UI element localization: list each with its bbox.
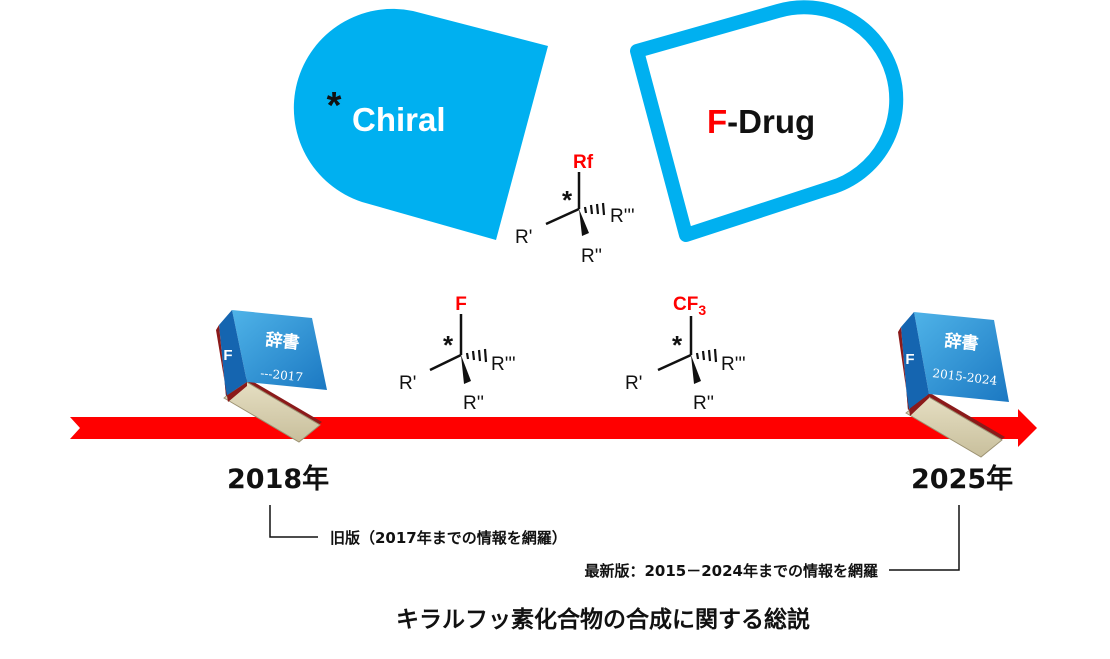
molecule-f: F * R' R''' R'': [399, 294, 516, 414]
timeline-arrow: [70, 409, 1037, 447]
molecule-cf3-bottom: R'': [693, 393, 714, 414]
molecule-cf3-wedge: [691, 355, 701, 384]
svg-text:F-Drug: F-Drug: [707, 103, 815, 140]
molecule-f-top-group: F: [455, 294, 467, 315]
molecule-rf-right: R''': [610, 206, 635, 227]
molecule-cf3: CF3 * R' R''' R'': [625, 294, 746, 414]
molecule-rf-bottom: R'': [581, 246, 602, 267]
molecule-f-bottom: R'': [463, 393, 484, 414]
capsule-f-drug: F-Drug: [630, 0, 904, 242]
f-drug-prefix: F: [707, 103, 727, 140]
book-new-spine-letter: F: [905, 351, 914, 368]
callout-line-new: [889, 505, 960, 571]
molecule-f-wedge: [461, 355, 471, 384]
molecule-f-asterisk: *: [443, 330, 454, 360]
book-old-spine-letter: F: [223, 347, 232, 364]
molecule-cf3-hash: [695, 348, 718, 363]
book-old-range: ---2017: [260, 366, 304, 384]
molecule-rf-bond-left: [545, 207, 580, 226]
molecule-cf3-top-group: CF: [673, 294, 698, 315]
note-old-edition: 旧版（2017年までの情報を網羅）: [330, 529, 567, 547]
molecule-cf3-subscript: 3: [698, 302, 706, 318]
molecule-rf-hash: [583, 202, 606, 216]
molecule-cf3-asterisk: *: [672, 330, 683, 360]
f-drug-label: -Drug: [727, 103, 815, 140]
book-old-title: 辞書: [264, 329, 300, 353]
molecule-rf: Rf * R' R''' R'': [515, 152, 635, 267]
capsule-chiral: * Chiral: [293, 8, 548, 241]
molecule-rf-left: R': [515, 227, 532, 248]
svg-text:CF3: CF3: [673, 294, 706, 318]
molecule-cf3-bond-left: [657, 353, 692, 372]
review-caption: キラルフッ素化合物の合成に関する総説: [396, 606, 810, 633]
molecule-f-hash: [465, 348, 488, 363]
chiral-label: Chiral: [352, 101, 446, 138]
book-new-edition: F 辞書 2015-2024: [898, 312, 1009, 458]
book-old-edition: F 辞書 ---2017: [216, 310, 327, 443]
molecule-f-right: R''': [491, 354, 516, 375]
callout-line-old: [269, 505, 318, 538]
molecule-rf-top-group: Rf: [573, 152, 594, 173]
chiral-asterisk: *: [327, 85, 342, 127]
molecule-cf3-right: R''': [721, 354, 746, 375]
molecule-f-left: R': [399, 373, 416, 394]
molecule-cf3-left: R': [625, 373, 642, 394]
year-new-label: 2025年: [911, 463, 1013, 495]
book-new-title: 辞書: [943, 330, 979, 354]
molecule-rf-wedge: [579, 209, 589, 236]
note-new-edition: 最新版：2015－2024年までの情報を網羅: [585, 562, 879, 580]
year-old-label: 2018年: [227, 463, 329, 495]
molecule-rf-asterisk: *: [562, 185, 573, 215]
molecule-f-bond-left: [429, 353, 462, 372]
